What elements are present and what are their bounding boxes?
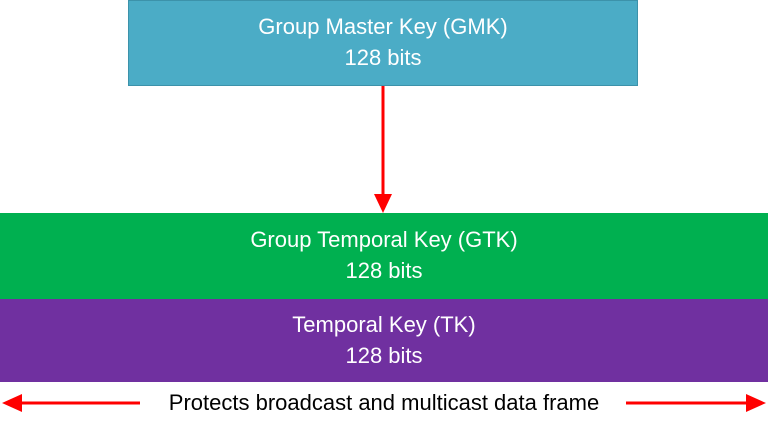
derive-arrow-head — [374, 194, 392, 213]
tk-box: Temporal Key (TK) 128 bits — [0, 299, 768, 382]
tk-label: Temporal Key (TK) — [292, 311, 476, 337]
scope-caption: Protects broadcast and multicast data fr… — [0, 389, 768, 417]
tk-size: 128 bits — [345, 342, 423, 368]
gmk-label: Group Master Key (GMK) — [258, 14, 508, 40]
gmk-size: 128 bits — [344, 45, 422, 70]
gtk-box: Group Temporal Key (GTK) 128 bits — [0, 213, 768, 299]
scope-caption-text: Protects broadcast and multicast data fr… — [164, 390, 604, 415]
gtk-size: 128 bits — [345, 258, 423, 283]
gmk-box: Group Master Key (GMK) 128 bits — [128, 0, 638, 86]
gtk-label: Group Temporal Key (GTK) — [250, 227, 518, 253]
